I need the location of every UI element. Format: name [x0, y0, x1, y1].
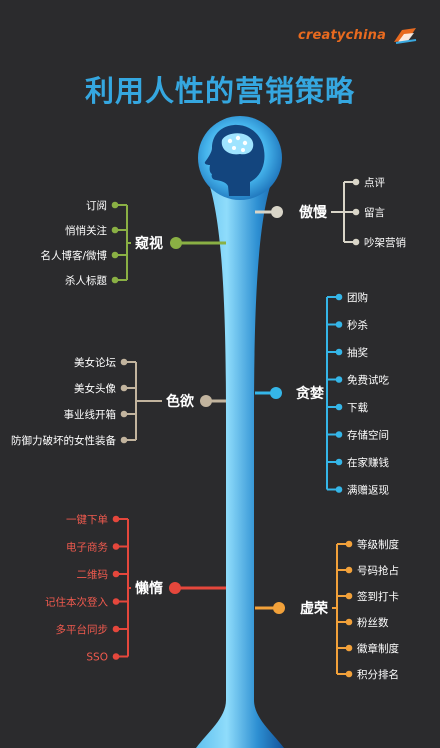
branch-node-icon: [270, 387, 282, 399]
branch-item: 吵架营销: [364, 236, 406, 249]
branch-item: 在家赚钱: [347, 456, 389, 469]
item-dot-icon: [120, 384, 128, 392]
branch-node-icon: [271, 206, 283, 218]
item-dot-icon: [345, 670, 353, 678]
item-dot-icon: [345, 618, 353, 626]
branch-label: 色欲: [166, 393, 194, 410]
branch-label: 虚荣: [300, 600, 329, 617]
branch-item: 徽章制度: [357, 642, 399, 655]
branch-item: 事业线开箱: [64, 408, 117, 421]
item-dot-icon: [112, 625, 120, 633]
item-dot-icon: [112, 598, 120, 605]
item-dot-icon: [335, 486, 343, 493]
branch-item: 杀人标题: [65, 274, 107, 287]
item-dot-icon: [335, 431, 343, 438]
head-silhouette-icon: [204, 124, 265, 196]
item-dot-icon: [112, 543, 120, 550]
branch-item: 美女头像: [74, 382, 116, 395]
item-dot-icon: [112, 570, 120, 578]
branch-item: 抽奖: [347, 346, 368, 359]
page-title: 利用人性的营销策略: [84, 74, 355, 108]
stem: [196, 175, 284, 748]
item-dot-icon: [352, 178, 360, 186]
branch-item: 团购: [347, 291, 368, 304]
item-dot-icon: [111, 276, 119, 284]
branch-node-icon: [169, 582, 181, 594]
branch-item: 下载: [347, 402, 368, 414]
branch-item: 积分排名: [357, 668, 399, 681]
item-dot-icon: [120, 358, 128, 366]
item-dot-icon: [335, 376, 343, 383]
branch-item: 多平台同步: [56, 623, 109, 636]
item-dot-icon: [345, 566, 353, 574]
branch-label: 懒惰: [135, 580, 163, 597]
branch-item: 一键下单: [66, 513, 108, 526]
branch-item: 号码抢占: [357, 564, 399, 577]
branch-node-icon: [170, 237, 182, 249]
item-dot-icon: [335, 348, 343, 356]
branch-item: 电子商务: [66, 541, 108, 554]
item-dot-icon: [335, 458, 343, 466]
branch-item: 免费试吃: [347, 374, 389, 387]
branch-item: 秒杀: [347, 319, 368, 332]
branch-item: 存储空间: [347, 429, 389, 442]
item-dot-icon: [335, 321, 343, 328]
branch-item: 满赠返现: [347, 484, 389, 497]
item-dot-icon: [112, 653, 120, 660]
item-dot-icon: [335, 293, 343, 301]
branch-item: 防御力破坏的女性装备: [11, 434, 116, 447]
logo-text: creatychina: [298, 28, 387, 43]
branch-item: 美女论坛: [74, 356, 116, 369]
item-dot-icon: [345, 644, 353, 652]
branch-node-icon: [200, 395, 212, 407]
item-dot-icon: [345, 592, 353, 600]
item-dot-icon: [111, 251, 119, 259]
branch-item: 悄悄关注: [65, 224, 107, 237]
branch-item: 粉丝数: [357, 616, 389, 629]
branch-item: 名人博客/微博: [40, 249, 107, 262]
item-dot-icon: [352, 208, 360, 216]
item-dot-icon: [120, 436, 128, 444]
branch-label: 窥视: [135, 235, 163, 252]
branch-item: 二维码: [77, 568, 109, 581]
item-dot-icon: [352, 238, 360, 246]
item-dot-icon: [120, 410, 128, 418]
logo-mark-icon: [394, 28, 417, 44]
branch-item: 留言: [364, 206, 385, 219]
branch-item: 签到打卡: [357, 590, 399, 603]
item-dot-icon: [112, 515, 120, 523]
branch-label: 傲慢: [299, 204, 328, 221]
branch-item: 订阅: [86, 199, 107, 212]
branch-item: 记住本次登入: [45, 596, 108, 609]
item-dot-icon: [345, 540, 353, 548]
branch-item: 等级制度: [357, 538, 399, 551]
branch-label: 贪婪: [295, 385, 324, 402]
item-dot-icon: [111, 201, 119, 209]
item-dot-icon: [335, 403, 343, 411]
branch-item: SSO: [86, 652, 108, 664]
branch-node-icon: [273, 602, 285, 614]
item-dot-icon: [111, 226, 119, 234]
branch-item: 点评: [364, 177, 385, 189]
